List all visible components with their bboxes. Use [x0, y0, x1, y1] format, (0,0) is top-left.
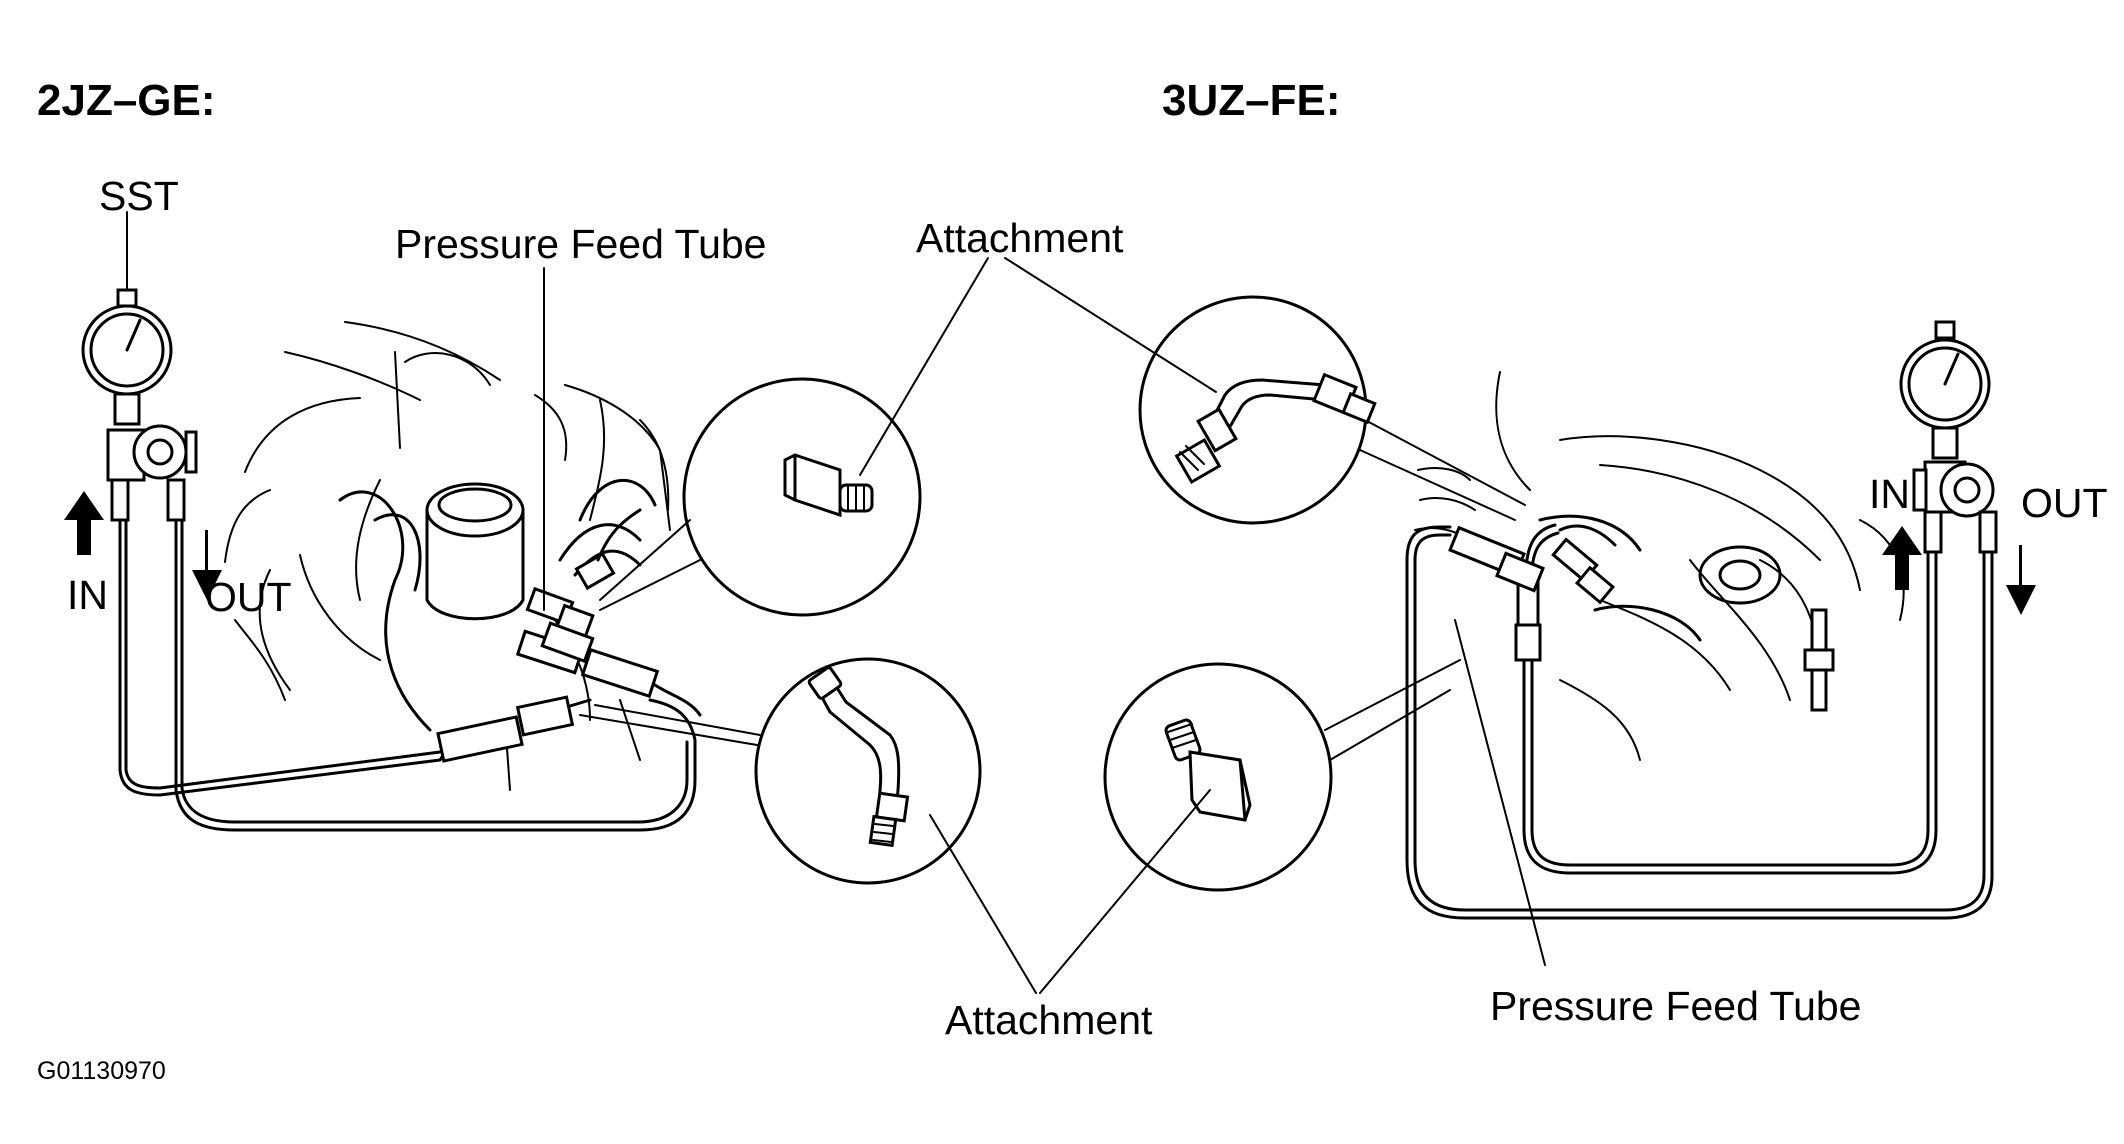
- right-engine-sketch: [1414, 371, 1905, 761]
- figure-id: G01130970: [37, 1057, 166, 1085]
- in-label-left: IN: [67, 572, 108, 618]
- attachment-detail-straight-left: [599, 377, 922, 617]
- out-arrow-right: [2006, 545, 2036, 615]
- attachment-bottom-leader-right: [1039, 789, 1211, 994]
- out-label-right: OUT: [2021, 480, 2108, 526]
- left-pressure-feed-tube-fittings: [525, 508, 642, 664]
- attachment-label-top: Attachment: [916, 215, 1124, 261]
- attachment-detail-elbow-right: [1138, 295, 1526, 525]
- pressure-feed-tube-label-right: Pressure Feed Tube: [1490, 983, 1862, 1029]
- attachment-top-leader-left: [859, 257, 989, 476]
- right-test-hoses: [1405, 523, 1994, 920]
- left-pressure-gauge: [81, 229, 198, 522]
- pressure-feed-tube-label-left: Pressure Feed Tube: [395, 221, 767, 267]
- sst-label: SST: [99, 173, 179, 219]
- in-arrow-left: [64, 491, 104, 555]
- pressure-feed-tube-right-leader: [1454, 619, 1546, 966]
- engine-header-2jz-ge: 2JZ–GE:: [37, 76, 216, 125]
- in-arrow-right: [1882, 526, 1922, 590]
- left-test-hoses: [118, 518, 702, 832]
- attachment-detail-straight-right: [1103, 659, 1461, 892]
- attachment-label-bottom: Attachment: [945, 997, 1153, 1043]
- attachment-bottom-leader-left: [929, 814, 1037, 994]
- in-label-right: IN: [1869, 471, 1910, 517]
- engine-header-3uz-fe: 3UZ–FE:: [1162, 76, 1341, 125]
- out-label-left: OUT: [205, 574, 292, 620]
- attachment-detail-elbow-left: [579, 657, 982, 885]
- attachment-top-leader-right: [1004, 257, 1217, 393]
- out-arrow-left: [192, 530, 222, 600]
- right-pressure-gauge: [1899, 320, 1998, 554]
